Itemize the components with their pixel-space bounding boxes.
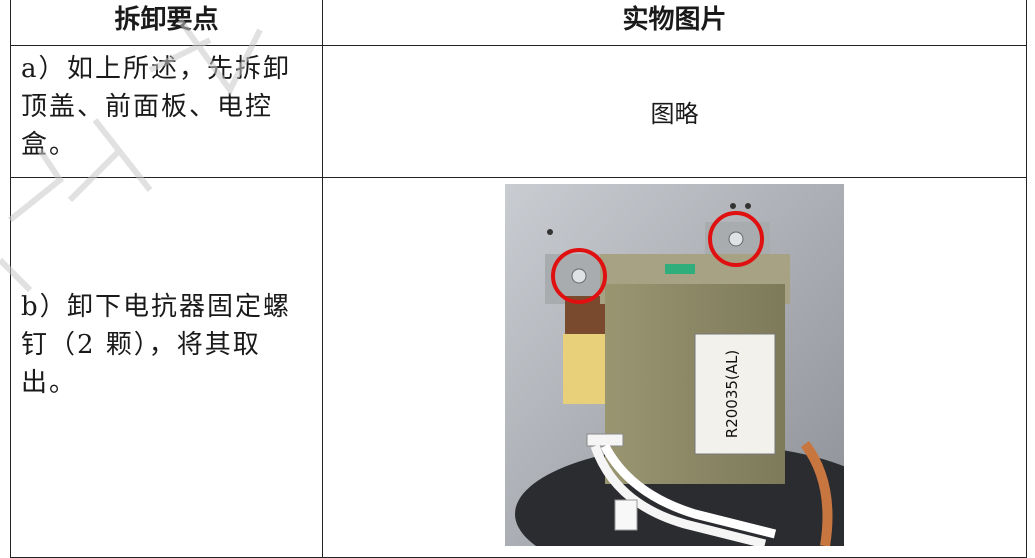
header-photo: 实物图片 bbox=[322, 0, 1027, 46]
step-b: b）卸下电抗器固定螺钉（2 颗），将其取出。 bbox=[11, 178, 322, 402]
step-b-cell: b）卸下电抗器固定螺钉（2 颗），将其取出。 bbox=[10, 177, 323, 558]
screw-marker-right bbox=[708, 211, 764, 267]
reactor-photo: R20035(AL) bbox=[505, 184, 844, 546]
header-key-points: 拆卸要点 bbox=[10, 0, 323, 46]
step-a-cell: a）如上所述，先拆卸顶盖、前面板、电控盒。 bbox=[10, 45, 323, 178]
step-a: a）如上所述，先拆卸顶盖、前面板、电控盒。 bbox=[11, 46, 322, 164]
table-row: a）如上所述，先拆卸顶盖、前面板、电控盒。 图略 bbox=[10, 45, 1027, 178]
step-b-label: b） bbox=[21, 292, 68, 322]
reactor-label: R20035(AL) bbox=[723, 350, 741, 438]
step-a-label: a） bbox=[21, 54, 67, 84]
photo-cell: R20035(AL) bbox=[322, 177, 1027, 558]
screw-marker-left bbox=[551, 248, 607, 304]
table-row: b）卸下电抗器固定螺钉（2 颗），将其取出。 bbox=[10, 177, 1027, 558]
disassembly-table: 拆卸要点 实物图片 a）如上所述，先拆卸顶盖、前面板、电控盒。 图略 b）卸下电… bbox=[10, 0, 1027, 558]
header-row: 拆卸要点 实物图片 bbox=[10, 0, 1027, 46]
step-b-text: 卸下电抗器固定螺钉（2 颗），将其取出。 bbox=[21, 292, 292, 398]
image-omitted-note: 图略 bbox=[322, 45, 1027, 178]
